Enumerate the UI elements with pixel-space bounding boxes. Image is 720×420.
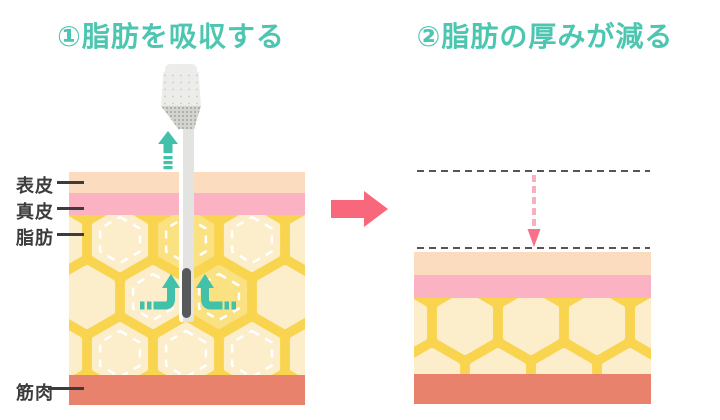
new-height-dashed-line (417, 247, 650, 249)
transition-arrow-icon (331, 191, 388, 227)
cannula-handle (161, 72, 201, 107)
epidermis-layer-right (414, 252, 651, 275)
label-epidermis: 表皮 (16, 176, 54, 196)
label-line-fat (57, 233, 84, 236)
label-line-muscle (48, 387, 84, 390)
fat-suction-arrows-icon (140, 272, 236, 314)
label-line-epidermis (57, 181, 84, 184)
fat-layer-right (414, 298, 651, 374)
dermis-layer-right (414, 275, 651, 298)
right-skin-cross-section (414, 252, 651, 404)
right-panel-title: ②脂肪の厚みが減る (416, 21, 674, 52)
left-panel-title: ①脂肪を吸収する (57, 21, 285, 52)
label-line-dermis (57, 207, 84, 210)
muscle-layer-right (414, 374, 651, 404)
muscle-layer-left (69, 375, 305, 405)
label-fat: 脂肪 (16, 228, 54, 248)
suction-up-arrow-icon (158, 131, 178, 170)
shrink-down-arrow-icon (527, 175, 541, 247)
label-muscle: 筋肉 (16, 383, 54, 403)
cannula-cap (165, 64, 197, 73)
cannula-grip (161, 106, 201, 130)
label-dermis: 真皮 (16, 202, 54, 222)
cannula-tip (182, 268, 191, 318)
previous-height-dashed-line (417, 170, 650, 172)
